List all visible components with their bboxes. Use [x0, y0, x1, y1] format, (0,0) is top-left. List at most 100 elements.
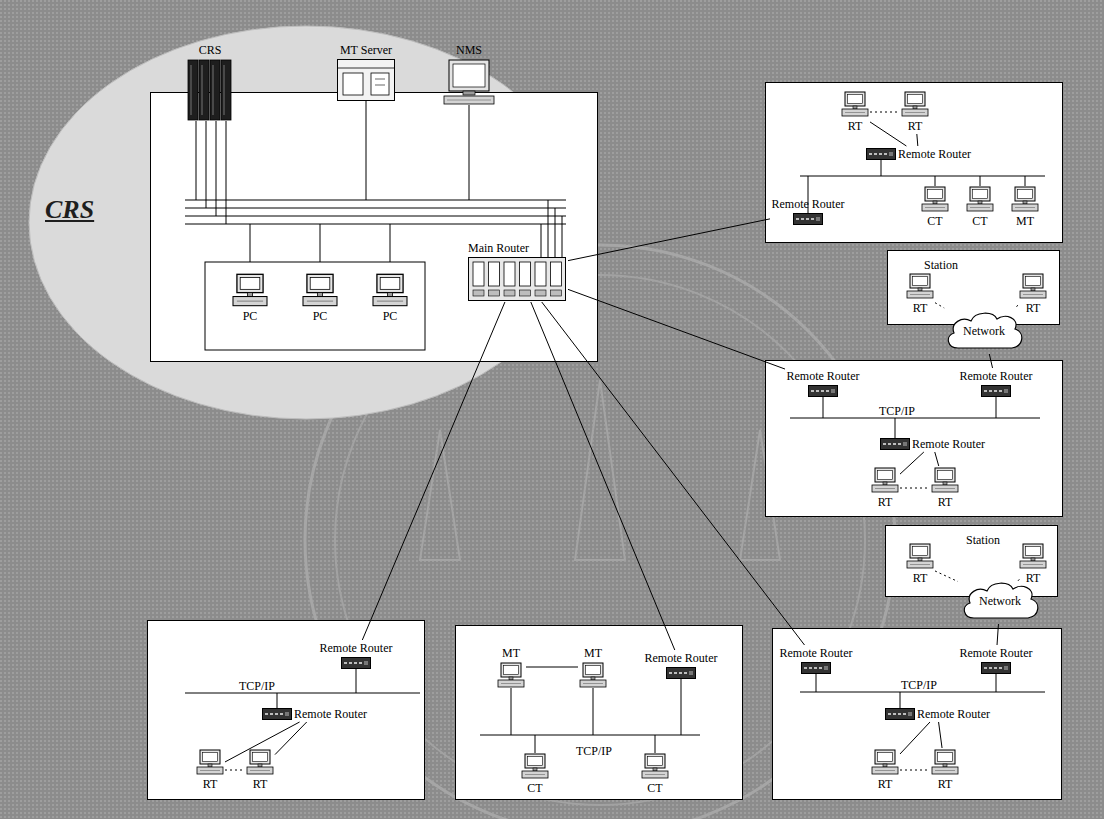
router-node: Remote Router — [262, 706, 367, 722]
site-box: RTRTStation — [885, 525, 1058, 597]
device-label: PC — [383, 309, 398, 323]
icon-part — [886, 709, 915, 720]
icon-part — [191, 65, 192, 115]
icon-part — [913, 547, 928, 556]
icon-part — [875, 468, 895, 482]
icon-part — [893, 713, 896, 715]
icon-part — [908, 95, 923, 104]
icon-part — [667, 668, 696, 679]
icon-part — [265, 713, 268, 715]
device-label: CRS — [199, 43, 222, 57]
icon-part — [928, 190, 943, 199]
icon-part — [824, 666, 828, 670]
router-icon — [262, 708, 292, 720]
icon-part — [310, 278, 330, 290]
icon-part — [898, 443, 901, 445]
device-label: Remote Router — [780, 646, 853, 660]
icon-part — [1026, 547, 1041, 556]
icon-part — [1023, 294, 1043, 295]
pc-node: PC — [368, 272, 412, 324]
region-title: CRS — [45, 195, 94, 224]
link-line — [870, 122, 906, 146]
icon-part — [816, 217, 820, 221]
drop-wire — [681, 679, 682, 735]
main-router-node: Main Router — [468, 240, 568, 302]
router-icon — [981, 662, 1011, 674]
icon-part — [354, 662, 357, 664]
icon-part — [907, 561, 933, 568]
drop-wire — [555, 208, 556, 257]
pc-icon — [370, 273, 410, 307]
icon-part — [504, 666, 519, 675]
icon-part — [794, 214, 823, 225]
icon-part — [591, 677, 595, 680]
icon-part — [809, 386, 838, 397]
icon-part — [816, 390, 819, 392]
icon-part — [473, 262, 484, 286]
link-line — [526, 667, 578, 668]
router-icon — [880, 438, 910, 450]
device-label: MT Server — [340, 43, 392, 57]
router-node: Remote Router — [770, 196, 846, 226]
icon-part — [653, 768, 657, 771]
icon-part — [684, 672, 687, 674]
drop-wire — [277, 693, 278, 708]
icon-part — [821, 390, 824, 392]
router-node: Remote Router — [866, 146, 971, 162]
icon-part — [469, 258, 566, 301]
icon-part — [888, 713, 891, 715]
icon-part — [989, 667, 992, 669]
device-label: RT — [203, 777, 218, 791]
mt-server-node: MT Server — [336, 42, 396, 102]
terminal-node: CT — [520, 752, 550, 796]
icon-part — [224, 65, 225, 115]
terminal-icon — [246, 749, 274, 775]
device-label: Remote Router — [917, 707, 990, 721]
terminal-node: CT — [965, 185, 995, 229]
icon-part — [967, 204, 993, 211]
router-node: Remote Router — [778, 645, 854, 675]
link-line — [939, 722, 942, 748]
drop-wire — [996, 674, 997, 692]
icon-part — [925, 187, 945, 201]
drop-wire — [469, 105, 470, 200]
drop-wire — [250, 224, 251, 262]
link-line — [900, 770, 930, 771]
link-line — [225, 722, 300, 762]
link-line — [225, 770, 245, 771]
device-label: Remote Router — [898, 147, 971, 161]
icon-part — [878, 471, 893, 480]
icon-part — [910, 274, 930, 288]
drop-wire — [935, 176, 936, 186]
drop-wire — [356, 669, 357, 693]
drop-wire — [593, 688, 594, 735]
site-label: TCP/IP — [901, 678, 937, 692]
icon-part — [449, 60, 489, 91]
terminal-icon — [931, 749, 959, 775]
icon-part — [935, 770, 955, 771]
drop-wire — [320, 224, 321, 262]
icon-part — [509, 677, 513, 680]
icon-part — [893, 443, 896, 445]
device-label: PC — [243, 309, 258, 323]
icon-part — [935, 750, 955, 764]
icon-part — [875, 750, 895, 764]
icon-part — [973, 190, 988, 199]
device-label: RT — [913, 571, 928, 585]
pc-icon — [230, 273, 270, 307]
site-box: Remote RouterRemote RouterRemote RouterR… — [772, 628, 1062, 800]
terminal-node: RT — [840, 90, 870, 134]
icon-part — [344, 662, 347, 664]
device-label: Remote Router — [320, 641, 393, 655]
icon-part — [970, 187, 990, 201]
icon-part — [1012, 204, 1038, 211]
icon-part — [903, 442, 907, 446]
icon-part — [387, 293, 392, 297]
watermark-spires — [420, 380, 780, 560]
router-node: Remote Router — [785, 368, 861, 398]
drop-wire — [541, 224, 542, 257]
router-node: Remote Router — [318, 640, 394, 670]
icon-part — [913, 277, 928, 286]
icon-part — [1015, 207, 1035, 208]
link-line — [900, 722, 930, 754]
